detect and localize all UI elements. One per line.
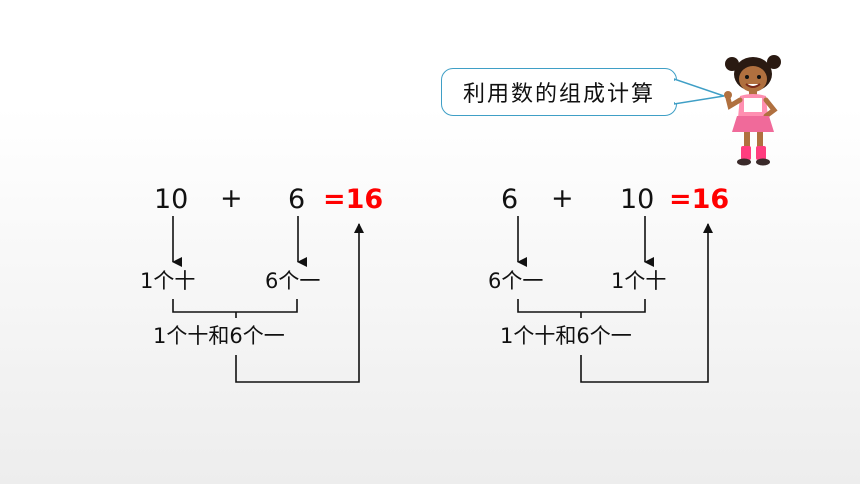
right-result: =16 <box>669 184 730 215</box>
left-a-decomposition: 1个十 <box>140 269 196 293</box>
left-plus-sign: + <box>220 183 243 214</box>
right-a-decomposition: 6个一 <box>488 269 544 293</box>
girl-illustration <box>724 55 781 166</box>
left-combined: 1个十和6个一 <box>153 324 285 348</box>
right-combined: 1个十和6个一 <box>500 324 632 348</box>
left-arrow-to-result <box>235 223 364 383</box>
left-b-decomposition: 6个一 <box>265 269 321 293</box>
left-result: =16 <box>323 184 384 215</box>
right-arrow-to-result <box>580 223 713 383</box>
right-b-decomposition: 1个十 <box>611 269 667 293</box>
left-addend-a: 10 <box>154 184 189 215</box>
right-addend-b: 10 <box>620 184 655 215</box>
right-bracket <box>517 299 646 313</box>
right-plus-sign: + <box>551 183 574 214</box>
speech-bubble-text: 利用数的组成计算 <box>462 82 655 107</box>
left-addend-b: 6 <box>288 184 306 215</box>
left-bracket <box>172 299 298 313</box>
right-addend-a: 6 <box>501 184 519 215</box>
speech-bubble: 利用数的组成计算 <box>441 68 677 116</box>
speech-bubble-tail <box>674 78 725 105</box>
